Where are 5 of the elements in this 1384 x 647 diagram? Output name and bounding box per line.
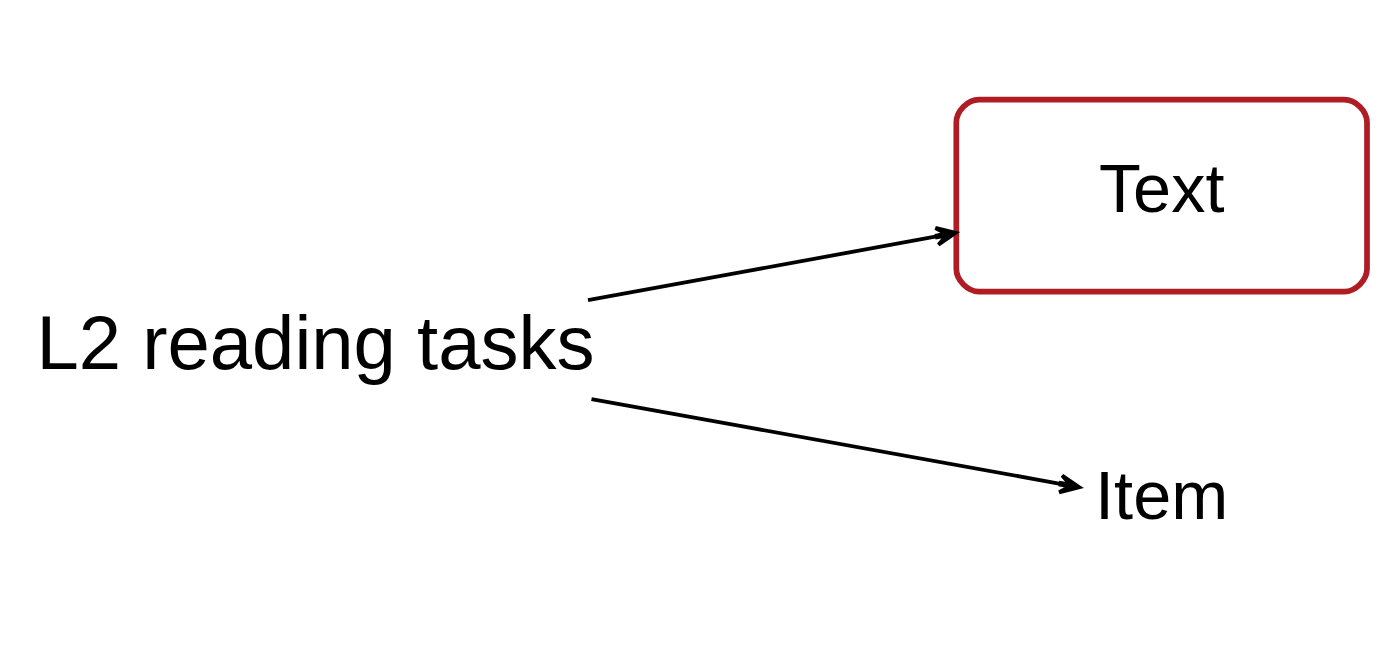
node-box: Text (953, 96, 1370, 295)
arrow (587, 226, 958, 303)
node-text: Item (1095, 456, 1229, 534)
arrow (591, 397, 1082, 495)
node-text: L2 reading tasks (36, 299, 595, 385)
